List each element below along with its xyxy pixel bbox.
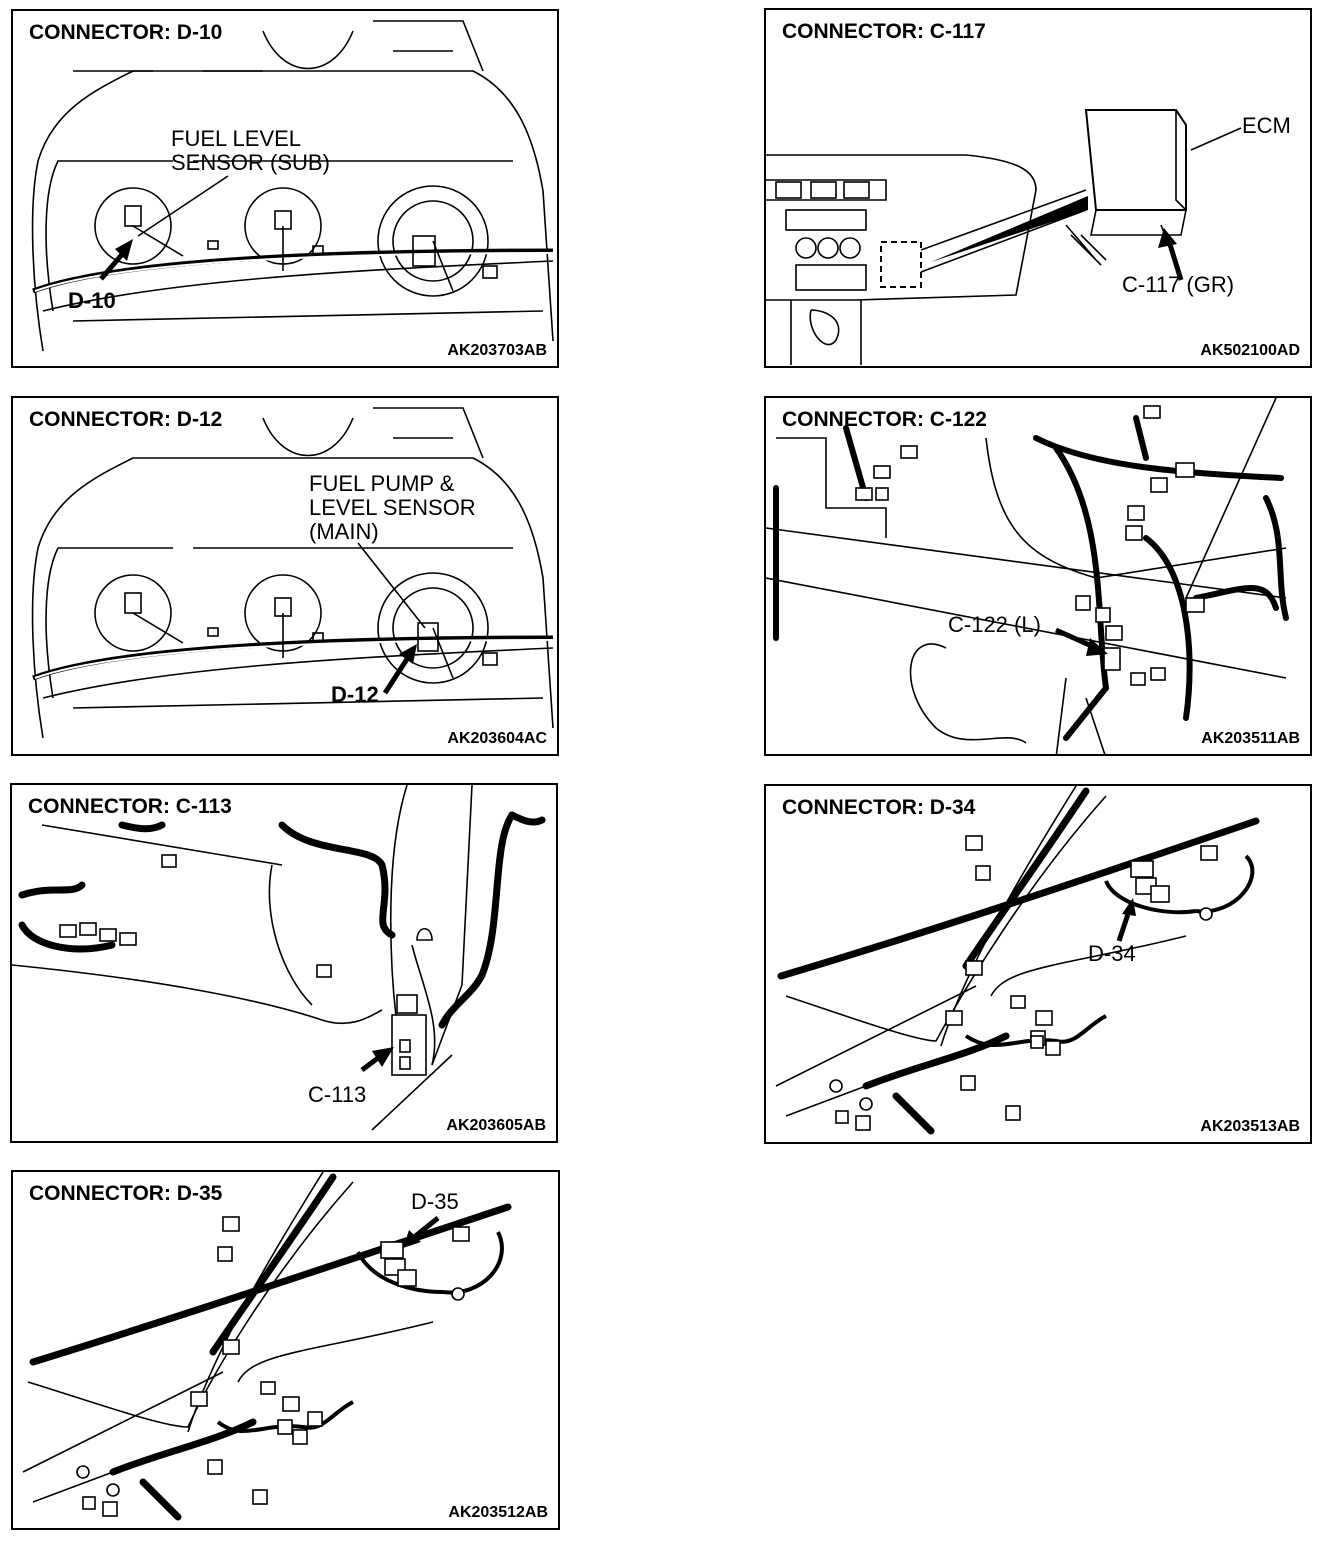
figure-code: AK203604AC [447, 730, 547, 747]
wire-harness-icon [775, 786, 1260, 1135]
connector-icon [59, 854, 433, 1076]
figure-code: AK203512AB [448, 1504, 548, 1521]
ecm-label: ECM [1242, 113, 1291, 138]
arrow-icon [372, 1047, 394, 1067]
callout-label: FUEL PUMP & LEVEL SENSOR (MAIN) [309, 471, 476, 544]
connector-label: D-34 [1088, 941, 1136, 966]
fuel-tank-icon [31, 407, 554, 739]
diagram-panel-c122: CONNECTOR: C-122 C-122 (L) AK203511AB [764, 396, 1312, 756]
wire-harness-icon [12, 785, 546, 1131]
wire-harness-icon [22, 1172, 512, 1521]
diagram-panel-d34: CONNECTOR: D-34 D-34 AK203513AB [764, 784, 1312, 1144]
connector-label: C-113 [308, 1082, 367, 1107]
panel-title: CONNECTOR: C-117 [782, 20, 986, 43]
arrow-icon [1122, 898, 1136, 916]
diagram-panel-d12: CONNECTOR: D-12 FUEL PUMP & LEVEL SENSOR… [11, 396, 559, 756]
panel-title: CONNECTOR: D-34 [782, 796, 976, 819]
arrow-icon [399, 644, 417, 664]
connector-label: D-35 [411, 1189, 459, 1214]
panel-title: CONNECTOR: C-113 [28, 795, 232, 818]
arrow-icon [1086, 638, 1108, 656]
figure-code: AK203703AB [447, 342, 547, 359]
panel-title: CONNECTOR: D-12 [29, 408, 223, 431]
figure-code: AK203513AB [1200, 1118, 1300, 1135]
panel-title: CONNECTOR: D-35 [29, 1182, 223, 1205]
connector-icon [76, 1216, 470, 1517]
arrow-icon [403, 1230, 421, 1248]
connector-label: C-122 (L) [948, 612, 1041, 637]
callout-label: FUEL LEVEL SENSOR (SUB) [171, 126, 330, 175]
connector-label: D-10 [68, 288, 116, 313]
fuel-tank-icon [31, 20, 554, 352]
panel-title: CONNECTOR: D-10 [29, 21, 223, 44]
panel-title: CONNECTOR: C-122 [782, 408, 987, 431]
connector-label: C-117 (GR) [1122, 272, 1235, 297]
arrow-icon [1158, 228, 1177, 248]
wire-harness-icon [766, 398, 1289, 754]
figure-code: AK203511AB [1201, 730, 1300, 747]
connector-label: D-12 [331, 682, 379, 707]
figure-code: AK502100AD [1200, 342, 1300, 359]
dashboard-icon [766, 109, 1242, 365]
diagram-panel-c113: CONNECTOR: C-113 C-113 AK203605AB [10, 783, 558, 1143]
figure-code: AK203605AB [446, 1117, 546, 1134]
diagram-panel-c117: CONNECTOR: C-117 ECM C-117 (GR) AK502100… [764, 8, 1312, 368]
diagram-panel-d10: CONNECTOR: D-10 FUEL LEVEL SENSOR (SUB) … [11, 9, 559, 368]
connector-icon [829, 835, 1218, 1131]
diagram-panel-d35: CONNECTOR: D-35 D-35 AK203512AB [11, 1170, 560, 1530]
connector-icon [855, 405, 1205, 686]
arrow-icon [115, 239, 133, 261]
